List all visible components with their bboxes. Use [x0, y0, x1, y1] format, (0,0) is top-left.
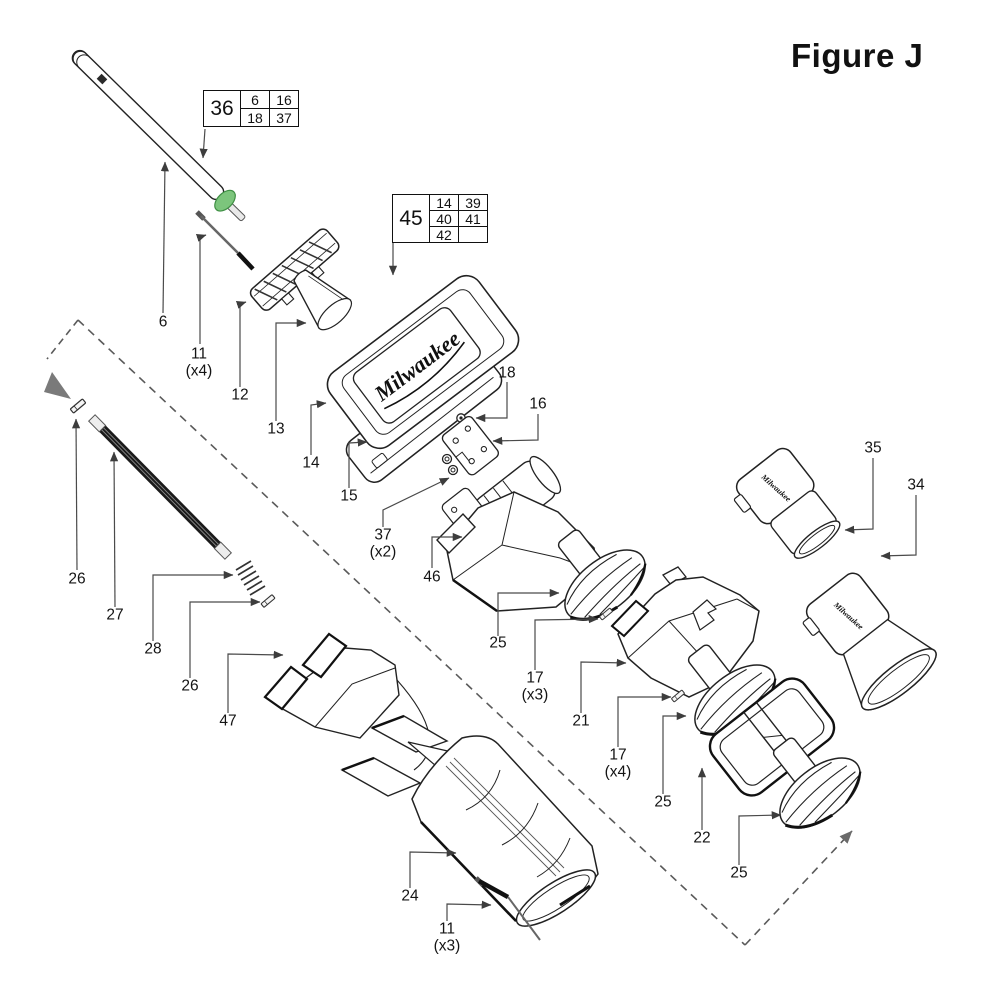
- callout-26-lower: 26: [181, 677, 199, 695]
- callout-28: 28: [144, 640, 162, 658]
- leader-14: [310, 400, 327, 455]
- leader-16: [492, 414, 539, 445]
- leader-34: [880, 495, 917, 560]
- part-11-screw-bottom: [474, 876, 541, 941]
- callout-15: 15: [340, 487, 358, 505]
- part-36-coupler-highlighted: [214, 189, 246, 222]
- leader-37-x2: [382, 477, 450, 527]
- leader-47: [227, 650, 284, 713]
- leader-25-3: [738, 811, 782, 865]
- assembly-boundary-dashed: [44, 319, 853, 946]
- leader-27: [109, 451, 119, 608]
- leader-46: [431, 532, 463, 568]
- part-16-bracket: [441, 415, 499, 476]
- part-26-pin-top: [69, 398, 87, 414]
- figure-title: Figure J: [791, 37, 924, 74]
- leader-26-lower: [189, 597, 261, 678]
- part-28-spring: [235, 560, 266, 596]
- part-34-nozzle: Milwaukee: [802, 572, 937, 711]
- ref-table-key: 36: [203, 90, 241, 127]
- leader-28: [152, 570, 234, 641]
- leader-6: [160, 161, 169, 314]
- callout-11-x4: 11(x4): [185, 345, 213, 379]
- ref-table-45: 45 14 39 40 41 42: [392, 194, 488, 243]
- leader-11-x4: [195, 234, 207, 344]
- leader-table-36: [199, 128, 208, 159]
- leader-25-1: [497, 588, 560, 636]
- assembly-direction-arrow: [44, 372, 71, 399]
- callout-17-x3: 17(x3): [521, 669, 549, 703]
- leader-12: [235, 301, 247, 387]
- part-27-drive-shaft: [87, 414, 233, 560]
- part-11-screw-top: [195, 210, 255, 271]
- callout-26-top: 26: [68, 570, 86, 588]
- callout-25-2: 25: [654, 793, 672, 811]
- part-26-pin-lower: [260, 594, 276, 608]
- leader-13: [275, 318, 307, 421]
- leader-21: [580, 658, 627, 713]
- callout-14: 14: [302, 454, 320, 472]
- part-37-nuts: [441, 453, 459, 476]
- leader-15: [348, 438, 368, 488]
- callout-47: 47: [219, 712, 237, 730]
- leader-18: [475, 382, 508, 423]
- part-13-funnel: [293, 269, 353, 331]
- callout-25-3: 25: [730, 864, 748, 882]
- leader-17-x3: [534, 615, 599, 670]
- ref-table-36: 36 6 16 18 37: [203, 90, 299, 127]
- callout-13: 13: [267, 420, 285, 438]
- callout-22: 22: [693, 829, 711, 847]
- leader-24: [409, 848, 457, 888]
- callout-16: 16: [529, 395, 547, 413]
- part-24-blower-tube: [340, 714, 599, 927]
- leader-26-top: [71, 418, 81, 571]
- leader-25-2: [662, 711, 687, 794]
- callout-17-x4: 17(x4): [604, 746, 632, 780]
- callout-18: 18: [498, 364, 516, 382]
- callout-27: 27: [106, 606, 124, 624]
- leader-17-x4: [617, 692, 672, 747]
- callout-leader-lines: [71, 128, 917, 921]
- callout-37-x2: 37(x2): [369, 526, 397, 560]
- callout-24: 24: [401, 887, 419, 905]
- callout-35: 35: [864, 439, 882, 457]
- part-46-blower-housing: [436, 455, 599, 613]
- callout-34: 34: [907, 476, 925, 494]
- part-47-elbow-duct: [263, 632, 430, 771]
- leader-35: [844, 458, 874, 534]
- part-35-nozzle-adapter: Milwaukee: [733, 447, 841, 559]
- callout-25-1: 25: [489, 634, 507, 652]
- part-14-motor-housing: Milwaukee: [326, 274, 520, 450]
- ref-table-key: 45: [392, 194, 430, 243]
- callout-12: 12: [231, 386, 249, 404]
- callout-6: 6: [158, 313, 168, 331]
- callout-46: 46: [423, 568, 441, 586]
- callout-21: 21: [572, 712, 590, 730]
- leader-11-x3: [446, 900, 492, 921]
- callout-11-x3: 11(x3): [433, 920, 461, 954]
